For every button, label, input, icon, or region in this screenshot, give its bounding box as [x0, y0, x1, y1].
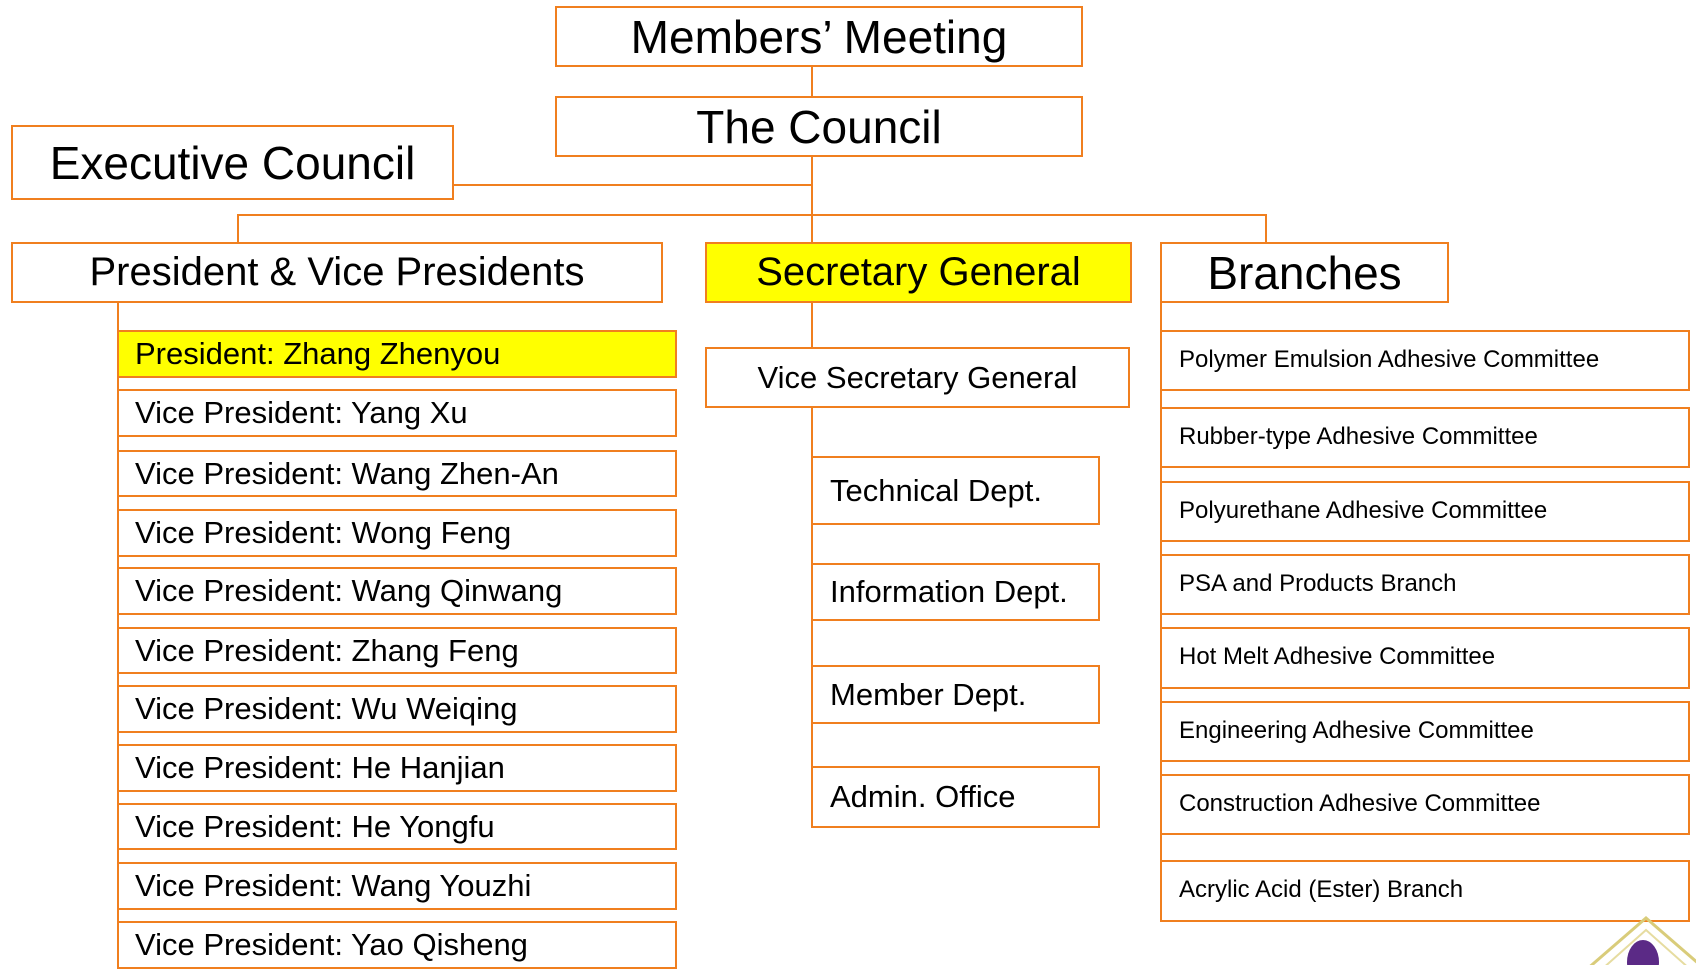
connector-line — [237, 214, 239, 242]
connector-line — [453, 184, 812, 186]
secretary-general-label: Secretary General — [756, 250, 1081, 294]
vice-president-item-label: Vice President: Wu Weiqing — [135, 691, 518, 726]
connector-line — [1265, 214, 1267, 242]
branch-item: Acrylic Acid (Ester) Branch — [1160, 860, 1690, 922]
vice-president-item-label: Vice President: He Yongfu — [135, 808, 495, 844]
vice-president-item: Vice President: Wang Zhen-An — [117, 450, 677, 497]
council-label: The Council — [696, 100, 942, 153]
vice-secretary-general-label: Vice Secretary General — [757, 359, 1078, 395]
dept-item-label: Technical Dept. — [830, 472, 1042, 508]
vice-president-item-label: Vice President: Yao Qisheng — [135, 927, 528, 962]
vice-president-item: Vice President: He Yongfu — [117, 803, 677, 850]
connector-line — [811, 67, 813, 96]
vice-president-item: Vice President: Wang Qinwang — [117, 567, 677, 615]
dept-item-label: Admin. Office — [830, 779, 1016, 814]
dept-item: Technical Dept. — [811, 456, 1100, 525]
dept-item: Admin. Office — [811, 766, 1100, 828]
vice-president-item-label: Vice President: Wang Youzhi — [135, 868, 532, 903]
executive-council-label: Executive Council — [49, 136, 416, 189]
connector-line — [811, 157, 813, 242]
branch-item-label: Polyurethane Adhesive Committee — [1179, 497, 1548, 524]
branch-item-label: Hot Melt Adhesive Committee — [1179, 643, 1496, 670]
organization-logo-icon — [1546, 910, 1696, 965]
vice-president-item-label: Vice President: Wang Zhen-An — [135, 455, 559, 491]
branch-item-label: Construction Adhesive Committee — [1179, 790, 1541, 817]
branch-item: Polymer Emulsion Adhesive Committee — [1160, 330, 1690, 391]
vice-president-item-label: Vice President: Wang Qinwang — [135, 573, 563, 608]
dept-item-label: Member Dept. — [830, 676, 1027, 712]
secretary-general-box: Secretary General — [705, 242, 1132, 303]
vice-president-item: Vice President: Zhang Feng — [117, 627, 677, 674]
connector-line — [811, 302, 813, 347]
branch-item-label: Engineering Adhesive Committee — [1179, 717, 1534, 744]
branch-item-label: Rubber-type Adhesive Committee — [1179, 423, 1538, 450]
vice-president-item: Vice President: Wang Youzhi — [117, 862, 677, 910]
presidents-header-label: President & Vice Presidents — [89, 250, 585, 294]
branch-item-label: PSA and Products Branch — [1179, 570, 1457, 597]
executive-council-box: Executive Council — [11, 125, 454, 200]
branches-header: Branches — [1160, 242, 1449, 303]
vice-president-item-label: Vice President: Zhang Feng — [135, 632, 519, 668]
branch-item: Construction Adhesive Committee — [1160, 774, 1690, 835]
branches-header-label: Branches — [1207, 246, 1402, 299]
presidents-header: President & Vice Presidents — [11, 242, 663, 303]
dept-item: Member Dept. — [811, 665, 1100, 724]
vice-president-item-label: Vice President: He Hanjian — [135, 750, 505, 785]
branch-item: Polyurethane Adhesive Committee — [1160, 481, 1690, 542]
dept-item: Information Dept. — [811, 563, 1100, 621]
vice-president-item: Vice President: He Hanjian — [117, 744, 677, 792]
vice-president-item-label: Vice President: Yang Xu — [135, 395, 468, 430]
connector-line — [237, 214, 1267, 216]
branch-item-label: Acrylic Acid (Ester) Branch — [1179, 876, 1464, 903]
vice-president-item: Vice President: Wu Weiqing — [117, 685, 677, 733]
vice-president-item: Vice President: Wong Feng — [117, 509, 677, 557]
members-meeting-label: Members’ Meeting — [630, 10, 1008, 63]
president-item-label: President: Zhang Zhenyou — [135, 336, 501, 371]
branch-item: Engineering Adhesive Committee — [1160, 701, 1690, 762]
branch-item: PSA and Products Branch — [1160, 554, 1690, 615]
branch-item: Hot Melt Adhesive Committee — [1160, 627, 1690, 689]
president-item: President: Zhang Zhenyou — [117, 330, 677, 378]
vice-president-item: Vice President: Yang Xu — [117, 389, 677, 437]
branch-item-label: Polymer Emulsion Adhesive Committee — [1179, 346, 1600, 373]
vice-president-item: Vice President: Yao Qisheng — [117, 921, 677, 969]
members-meeting-box: Members’ Meeting — [555, 6, 1083, 67]
vice-secretary-general-box: Vice Secretary General — [705, 347, 1130, 408]
dept-item-label: Information Dept. — [830, 574, 1068, 609]
council-box: The Council — [555, 96, 1083, 157]
branch-item: Rubber-type Adhesive Committee — [1160, 407, 1690, 468]
vice-president-item-label: Vice President: Wong Feng — [135, 515, 512, 550]
